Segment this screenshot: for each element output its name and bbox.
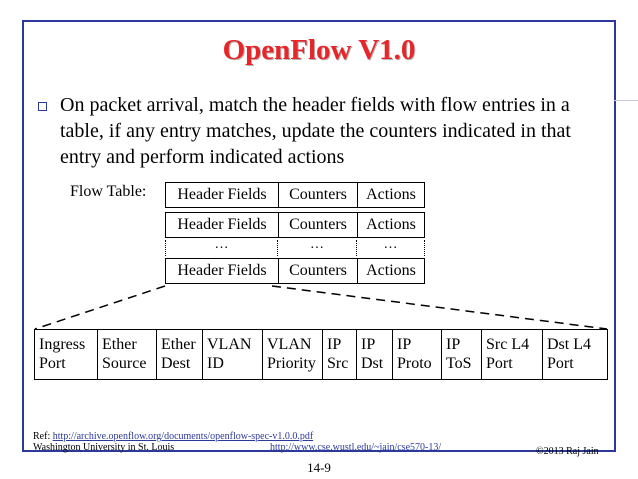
ref-label: Ref: <box>33 431 51 442</box>
ref-link[interactable]: http://archive.openflow.org/documents/op… <box>52 431 314 442</box>
actions-cell: Actions <box>366 186 416 203</box>
flow-table-row: Header Fields Counters Actions <box>165 258 425 284</box>
page-number: 14-9 <box>307 460 331 475</box>
counters-cell: Counters <box>279 259 358 283</box>
actions-cell: Actions <box>366 262 416 279</box>
actions-cell: Actions <box>366 216 416 233</box>
slide-title: OpenFlow V1.0 <box>222 34 416 66</box>
flow-table-label: Flow Table: <box>70 183 147 200</box>
counters-cell: Counters <box>279 213 358 237</box>
divider-line <box>614 100 638 101</box>
header-fields-cell: Header Fields <box>166 259 279 283</box>
flow-table-ellipsis-row: … … … <box>165 238 425 256</box>
ellipsis: … <box>357 238 425 256</box>
course-link[interactable]: http://www.cse.wustl.edu/~jain/cse570-13… <box>270 442 442 453</box>
flow-table-row: Header Fields Counters Actions <box>165 212 425 238</box>
slide-frame-bottom <box>22 450 616 452</box>
ellipsis: … <box>278 238 357 256</box>
reference: Ref: http://archive.openflow.org/documen… <box>33 431 313 442</box>
bullet-text: On packet arrival, match the header fiel… <box>60 94 571 168</box>
header-fields-cell: Header Fields <box>166 183 279 207</box>
square-bullet-icon <box>38 102 47 111</box>
flow-table-row: Header Fields Counters Actions <box>165 182 425 208</box>
ellipsis: … <box>165 238 278 256</box>
slide-frame-right <box>614 20 616 450</box>
dashed-line-left <box>34 285 166 330</box>
slide-frame-left <box>22 20 24 450</box>
counters-cell: Counters <box>279 183 358 207</box>
slide-frame-top <box>22 20 616 22</box>
footer-institution: Washington University in St. Louis <box>33 442 175 453</box>
header-fields-cell: Header Fields <box>166 213 279 237</box>
dashed-line-right <box>271 285 608 330</box>
footer-copyright: ©2013 Raj Jain <box>536 446 599 457</box>
